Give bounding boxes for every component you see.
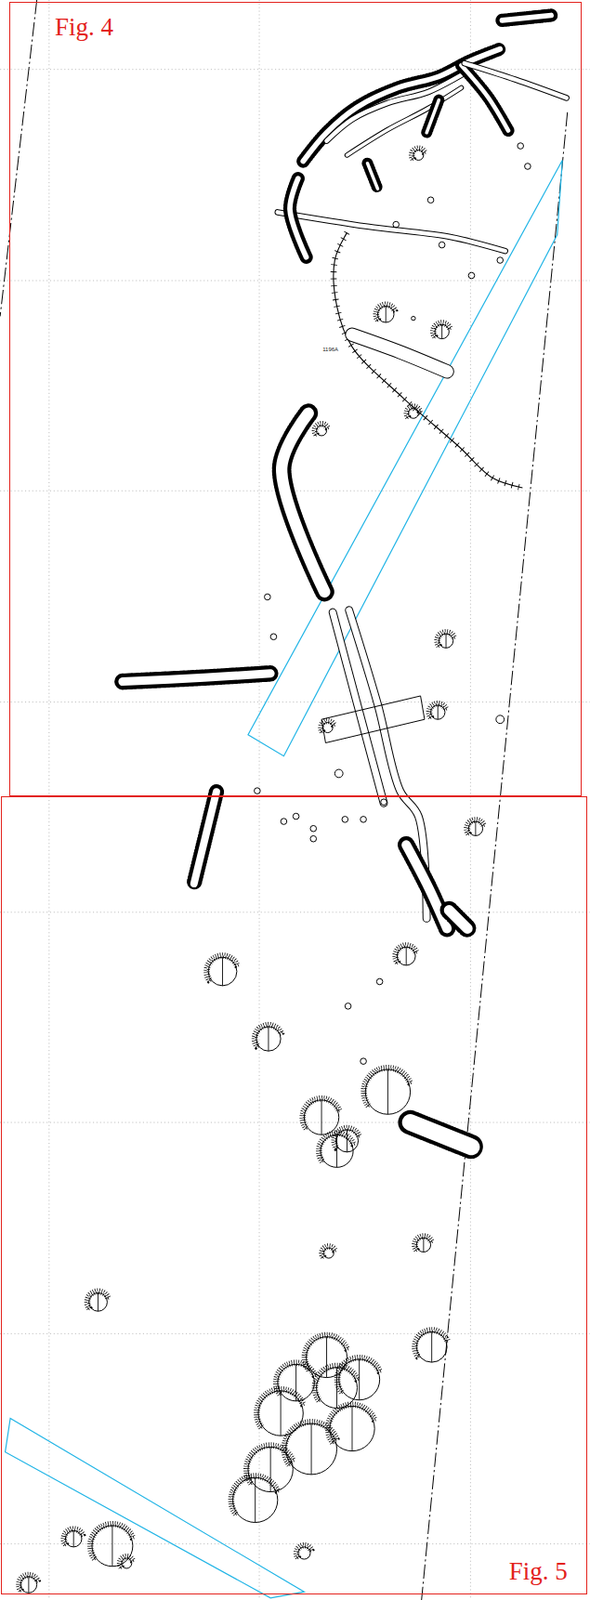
figure-frame: Fig. 5 xyxy=(0,796,588,1595)
sample-box xyxy=(321,695,425,744)
cut-boundary xyxy=(333,232,523,488)
trench-outline xyxy=(5,159,564,1598)
label-anchor: 1196A xyxy=(322,338,339,355)
figure-label: Fig. 4 xyxy=(52,13,116,42)
excavation-limit xyxy=(0,0,568,1600)
figure-label: Fig. 5 xyxy=(507,1558,570,1587)
ditch xyxy=(122,14,567,1147)
figure-frame: Fig. 4 xyxy=(9,1,582,797)
feature-number: 1196A xyxy=(322,346,339,353)
pit xyxy=(17,143,531,1594)
